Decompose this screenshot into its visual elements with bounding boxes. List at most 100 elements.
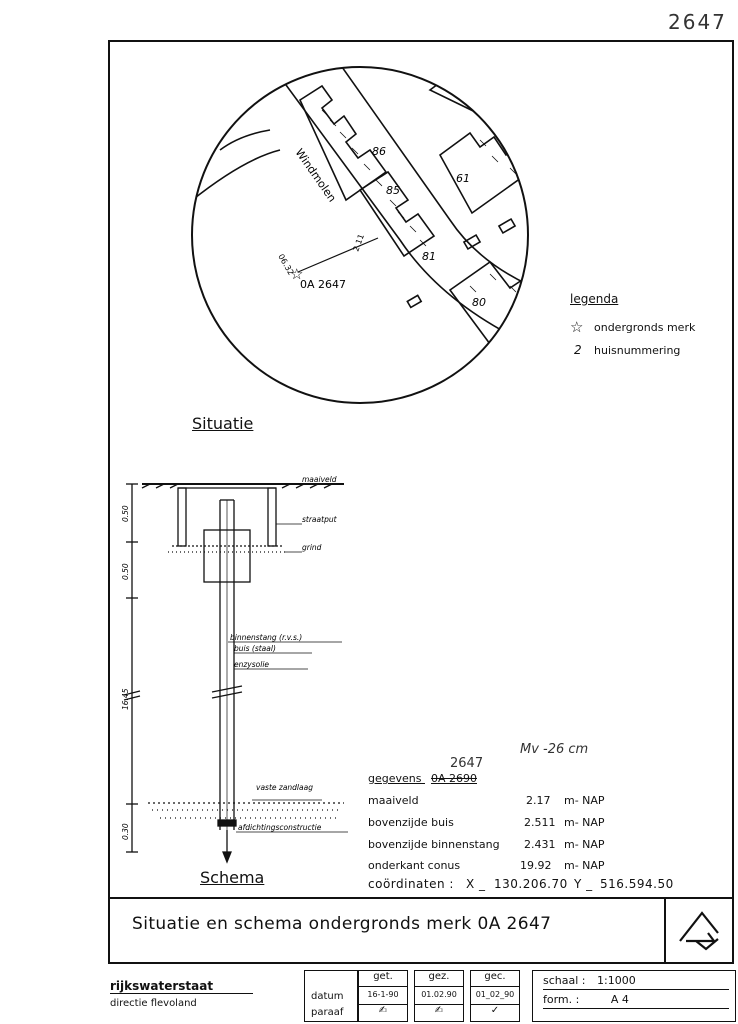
row-value: 2.17 bbox=[526, 794, 551, 807]
house-block-85 bbox=[358, 170, 436, 258]
legend-title: legenda bbox=[570, 292, 619, 306]
date-gec: 01_02_90 bbox=[471, 987, 519, 1005]
schaal-label: schaal : bbox=[543, 974, 586, 987]
situatie-label: Situatie bbox=[192, 414, 254, 433]
sealing-construction bbox=[217, 819, 237, 827]
street-label: Windmolen bbox=[293, 146, 339, 204]
row-onderkant-conus: onderkant conus 19.92 m- NAP bbox=[368, 859, 668, 872]
benchmark-star-icon: ☆ bbox=[290, 265, 303, 283]
col-header-get: get. bbox=[359, 971, 407, 987]
footer-labels: datum paraaf bbox=[304, 970, 358, 1022]
legend-label: ondergronds merk bbox=[594, 320, 696, 334]
title-divider bbox=[108, 897, 734, 899]
row-bovenzijde-binnenstang: bovenzijde binnenstang 2.431 m- NAP bbox=[368, 838, 668, 851]
map-boundary bbox=[191, 66, 529, 404]
col-header-gec: gec. bbox=[471, 971, 519, 987]
form-value: A 4 bbox=[610, 993, 629, 1006]
house-number-85: 85 bbox=[386, 184, 400, 197]
x-label: X _ bbox=[466, 877, 486, 891]
label-afdichting: afdichtingsconstructie bbox=[238, 823, 322, 832]
house-number-81: 81 bbox=[422, 250, 436, 263]
drawing-title: Situatie en schema ondergronds merk 0A 2… bbox=[132, 914, 552, 934]
date-gez: 01.02.90 bbox=[415, 987, 463, 1005]
row-label: maaiveld bbox=[368, 794, 419, 807]
sheet-number: 2647 bbox=[668, 10, 727, 34]
rijkswaterstaat-logo-icon bbox=[679, 911, 719, 951]
road-edge-east bbox=[329, 67, 528, 311]
road-edge-west bbox=[274, 69, 528, 371]
house-number-symbol: 2 bbox=[574, 343, 582, 357]
form-label: form. : bbox=[543, 993, 580, 1006]
mv-note: Mv -26 cm bbox=[520, 742, 589, 757]
org-name: rijkswaterstaat bbox=[110, 979, 254, 994]
legend-label: huisnummering bbox=[594, 343, 681, 357]
benchmark-code: 0A 2647 bbox=[300, 278, 346, 291]
label-enzysolie: enzysolie bbox=[234, 660, 269, 669]
house-block-80 bbox=[448, 260, 528, 346]
dim-1645: 16.45 bbox=[121, 688, 130, 710]
distance-label: 2.11 bbox=[351, 233, 366, 253]
row-label: onderkant conus bbox=[368, 859, 461, 872]
paraaf-gez-signature: ✍ bbox=[434, 1005, 444, 1016]
row-label-paraaf: paraaf bbox=[311, 1007, 344, 1018]
distance-line bbox=[297, 237, 379, 273]
gegevens-code-struck: 0A 2690 bbox=[430, 772, 477, 785]
schema-label: Schema bbox=[200, 868, 265, 887]
gegevens-block: gegevens 0A 2690 maaiveld 2.17 m- NAP bo… bbox=[368, 772, 673, 892]
row-label: bovenzijde buis bbox=[368, 816, 454, 829]
row-coordinates: coördinaten : X _ 130.206.70 Y _ 516.594… bbox=[368, 877, 673, 891]
row-unit: m- NAP bbox=[564, 794, 605, 807]
row-value: 19.92 bbox=[520, 859, 552, 872]
y-label: Y _ bbox=[574, 877, 593, 891]
paraaf-get-signature: ✍ bbox=[378, 1005, 388, 1016]
col-get: get. 16-1-90 ✍ bbox=[358, 970, 408, 1022]
label-binnenstang: binnenstang (r.v.s.) bbox=[230, 633, 302, 642]
row-unit: m- NAP bbox=[564, 816, 605, 829]
dim-050-mid: 0.50 bbox=[121, 563, 130, 580]
footer-org: rijkswaterstaat directie flevoland bbox=[110, 975, 300, 1020]
legend-item: 2 huisnummering bbox=[570, 343, 720, 357]
label-grind: grind bbox=[302, 543, 322, 552]
scale-row: schaal : 1:1000 bbox=[543, 974, 729, 990]
drawing-frame bbox=[108, 40, 734, 964]
dim-050-top: 0.50 bbox=[121, 505, 130, 522]
y-value: 516.594.50 bbox=[600, 877, 674, 891]
row-unit: m- NAP bbox=[564, 859, 605, 872]
street-pit-right-wall bbox=[267, 487, 277, 547]
gegevens-code-handwritten: 2647 bbox=[450, 756, 484, 771]
form-row: form. : A 4 bbox=[543, 993, 729, 1009]
cone-arrow bbox=[222, 851, 232, 864]
org-sub: directie flevoland bbox=[110, 998, 197, 1009]
row-value: 2.511 bbox=[524, 816, 556, 829]
coordinates-label: coördinaten : bbox=[368, 877, 454, 891]
row-value: 2.431 bbox=[524, 838, 556, 851]
dim-030: 0.30 bbox=[121, 823, 130, 840]
row-label-datum: datum bbox=[311, 991, 344, 1002]
gegevens-heading: gegevens bbox=[368, 772, 422, 785]
row-label: bovenzijde binnenstang bbox=[368, 838, 500, 851]
house-number-61: 61 bbox=[456, 172, 470, 185]
street-pit-left-wall bbox=[177, 487, 187, 547]
date-get: 16-1-90 bbox=[359, 987, 407, 1005]
x-value: 130.206.70 bbox=[494, 877, 568, 891]
house-block-86 bbox=[298, 84, 388, 202]
row-maaiveld: maaiveld 2.17 m- NAP bbox=[368, 794, 668, 807]
label-vaste-zandlaag: vaste zandlaag bbox=[256, 783, 313, 792]
col-gez: gez. 01.02.90 ✍ bbox=[414, 970, 464, 1022]
house-number-80: 80 bbox=[472, 296, 486, 309]
situation-map: Windmolen 86 85 81 61 80 2.11 06.32 ☆ 0A… bbox=[191, 66, 529, 404]
house-block-61 bbox=[438, 131, 528, 215]
star-icon: ☆ bbox=[570, 318, 584, 336]
label-maaiveld: maaiveld bbox=[302, 475, 337, 484]
paraaf-gec-signature: ✓ bbox=[490, 1005, 500, 1016]
house-block-top bbox=[428, 67, 526, 127]
col-header-gez: gez. bbox=[415, 971, 463, 987]
scale-cell: schaal : 1:1000 form. : A 4 bbox=[532, 970, 736, 1022]
row-bovenzijde-buis: bovenzijde buis 2.511 m- NAP bbox=[368, 816, 668, 829]
label-straatput: straatput bbox=[302, 515, 338, 524]
gegevens-heading-line: gegevens 0A 2690 bbox=[368, 772, 477, 785]
label-buis: buis (staal) bbox=[234, 644, 276, 653]
legend-item: ☆ ondergronds merk bbox=[570, 318, 720, 336]
schaal-value: 1:1000 bbox=[597, 974, 636, 987]
row-unit: m- NAP bbox=[564, 838, 605, 851]
